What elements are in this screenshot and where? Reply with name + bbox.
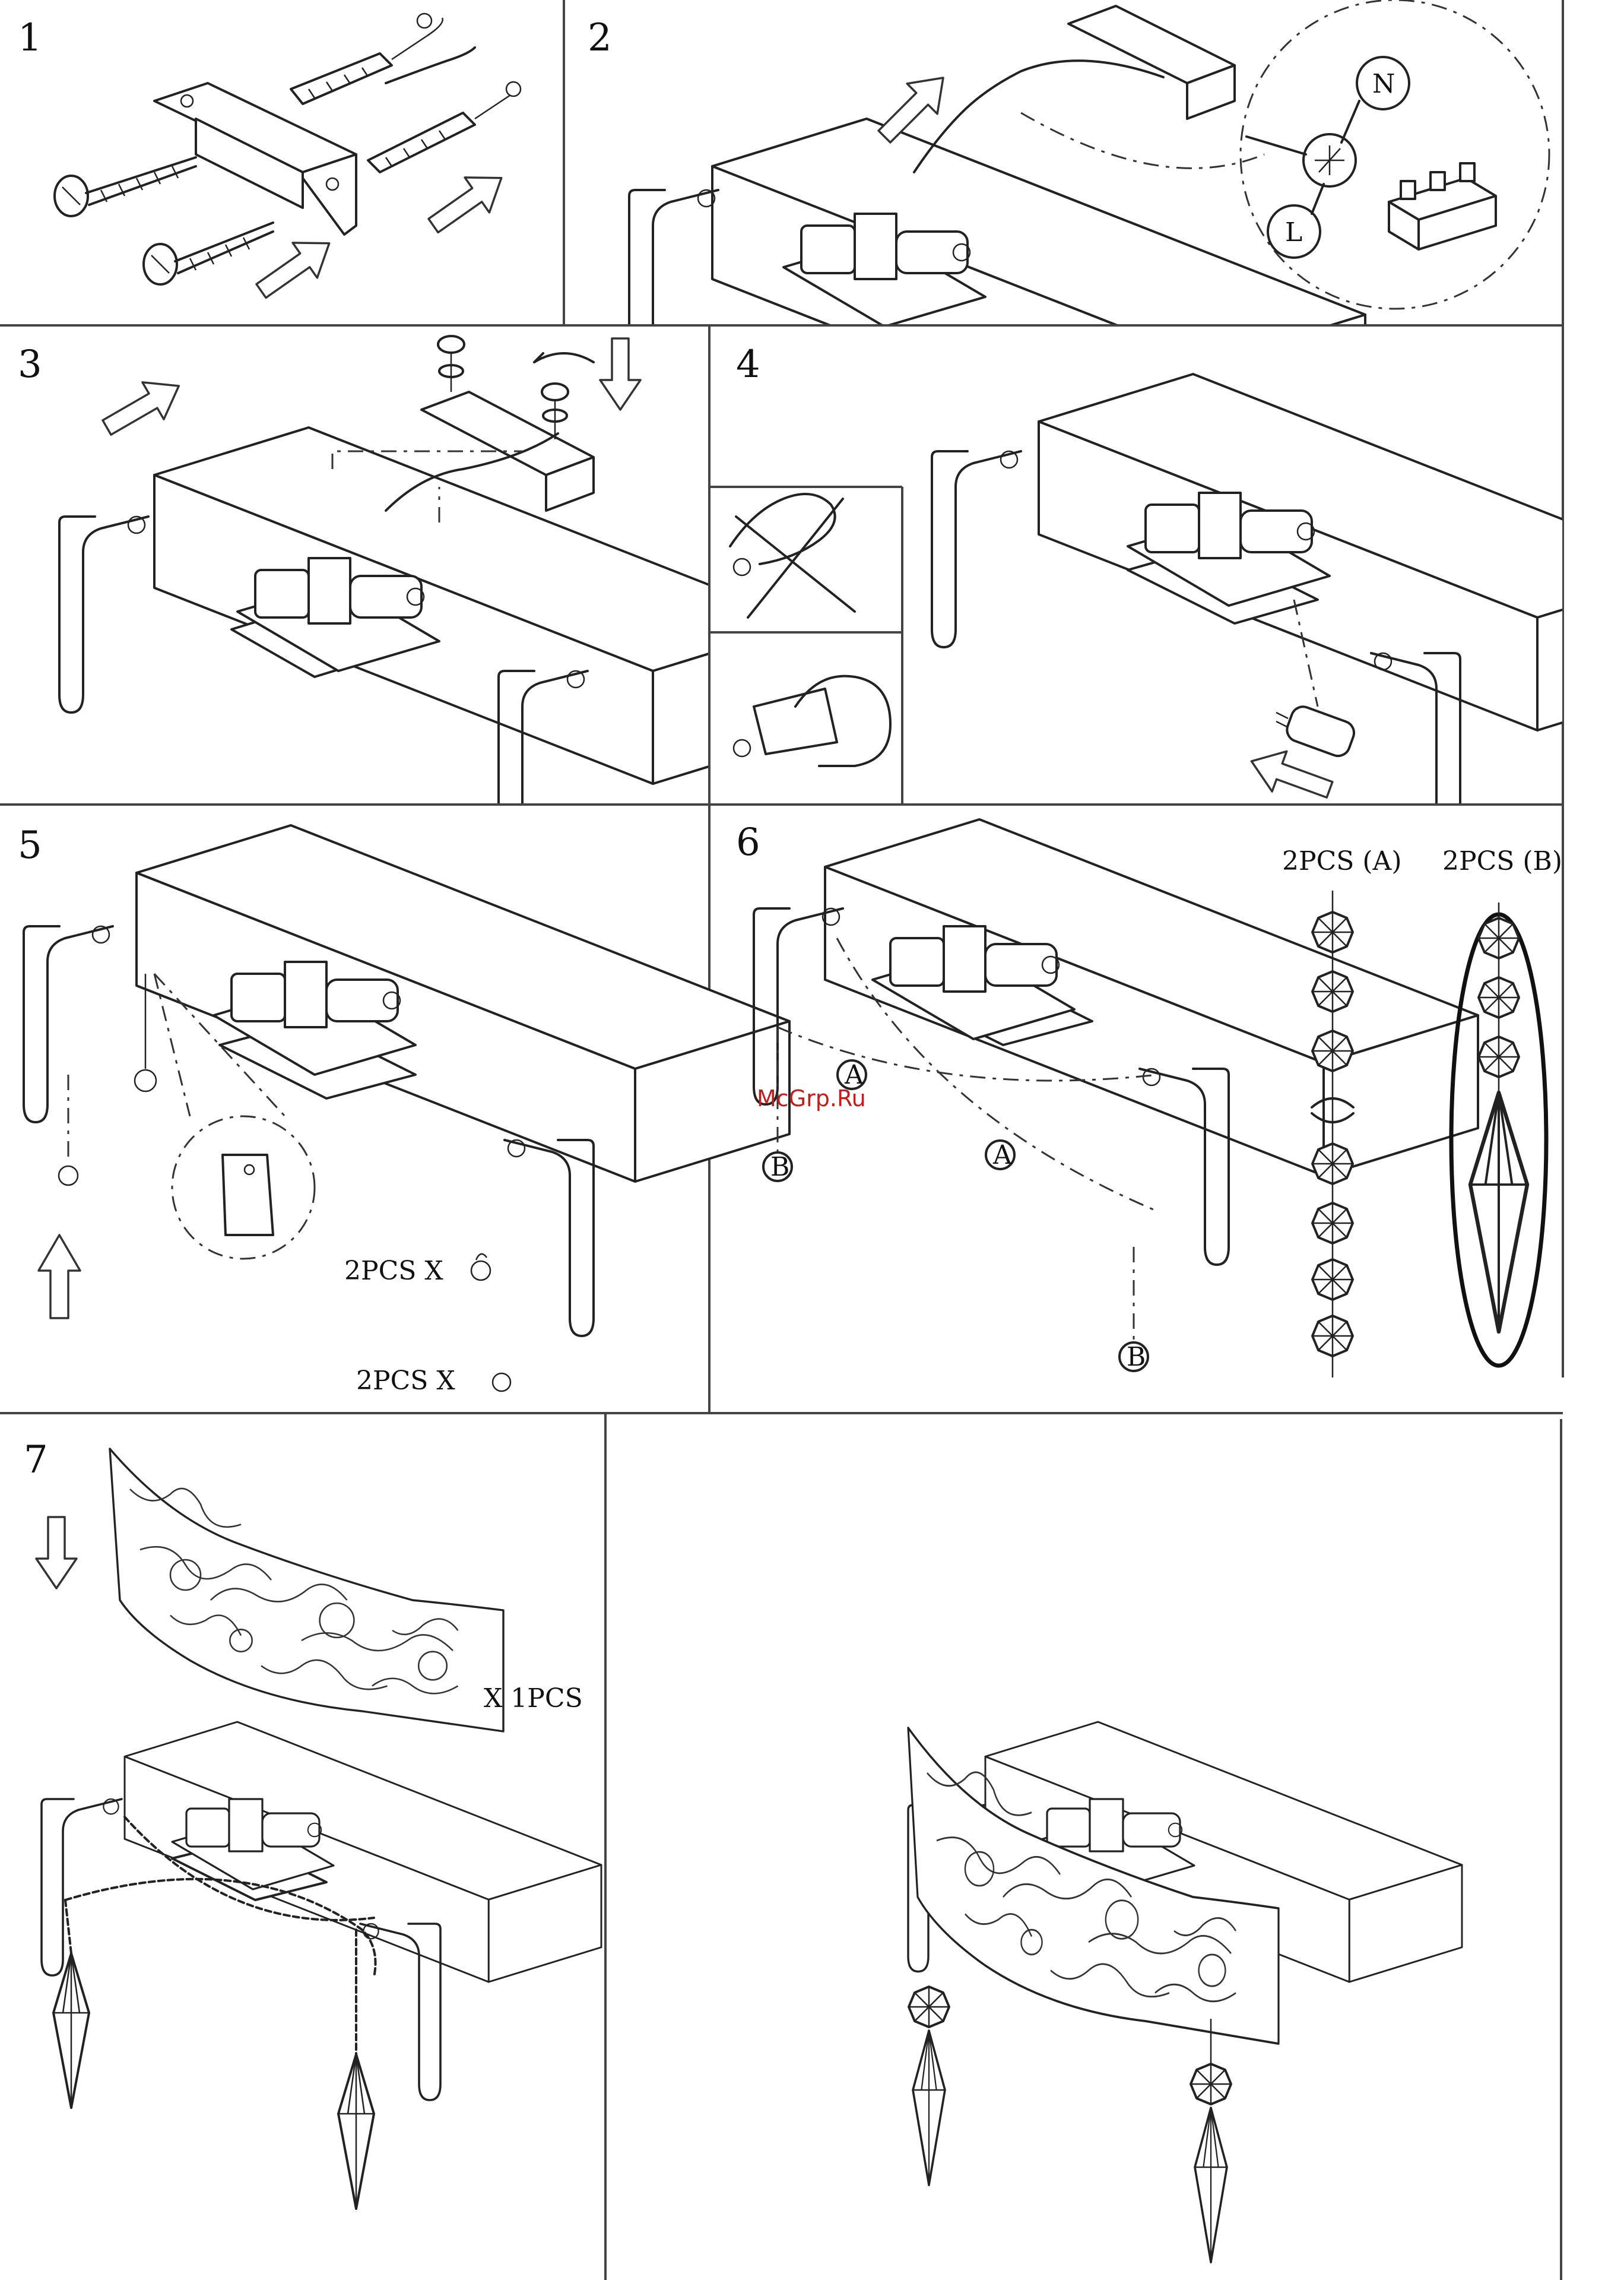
step-5-number: 5 bbox=[18, 824, 42, 867]
crystal-pendant bbox=[338, 2054, 374, 2209]
screw-icon bbox=[438, 336, 464, 392]
use-cloth-icon bbox=[734, 676, 890, 766]
step-5-panel: 5 2PCS X 2PCS X bbox=[18, 824, 789, 1396]
rotate-icon bbox=[534, 353, 594, 362]
neutral-terminal-label: N bbox=[1372, 69, 1395, 99]
step-3-panel: 3 bbox=[18, 336, 807, 867]
arrow-icon bbox=[96, 368, 189, 446]
arrow-icon bbox=[421, 160, 513, 243]
small-circle-icon bbox=[493, 1373, 510, 1391]
assembled-lamp bbox=[908, 1722, 1462, 2262]
wall-box bbox=[1039, 374, 1624, 730]
qty-circle-label: 2PCS X bbox=[356, 1366, 455, 1396]
hook-arm bbox=[505, 1140, 594, 1336]
g9-bulb-icon bbox=[1276, 704, 1357, 759]
wall-plug-icon bbox=[291, 14, 443, 104]
step-7-number: 7 bbox=[24, 1438, 48, 1482]
step-6-panel: 6 A A B B McGrp.Ru 2PCS (A) bbox=[736, 819, 1562, 1378]
small-ring-icon bbox=[471, 1254, 490, 1280]
arrow-up-icon bbox=[39, 1235, 80, 1318]
step-4-panel: 4 bbox=[730, 343, 1624, 849]
step-4-number: 4 bbox=[736, 343, 760, 387]
arrow-icon bbox=[249, 226, 341, 308]
screw-icon bbox=[144, 223, 273, 284]
route-b-label: B bbox=[1127, 1342, 1146, 1372]
route-b-label: B bbox=[770, 1152, 789, 1182]
qty-panel-label: X 1PCS bbox=[484, 1683, 583, 1714]
step-1-panel: 1 bbox=[18, 14, 521, 308]
bead-chain-b bbox=[1451, 902, 1546, 1366]
step-3-number: 3 bbox=[18, 343, 42, 387]
lamp-socket bbox=[1128, 493, 1330, 623]
no-bare-hands-icon bbox=[730, 494, 855, 618]
hook-arm bbox=[59, 517, 148, 712]
step-2-panel: 2 N L bbox=[588, 0, 1549, 475]
small-circle-icon bbox=[59, 1075, 78, 1185]
arrow-down-icon bbox=[36, 1517, 77, 1588]
watermark: McGrp.Ru bbox=[757, 1085, 866, 1112]
hook-arm bbox=[629, 190, 718, 386]
step-1-number: 1 bbox=[18, 16, 42, 60]
qty-ring-label: 2PCS X bbox=[344, 1256, 443, 1286]
crystal-pendant bbox=[53, 1953, 89, 2108]
step-6-number: 6 bbox=[736, 821, 760, 864]
wiring-detail: N L bbox=[1241, 0, 1549, 309]
hook-arm bbox=[42, 1799, 122, 1975]
wall-plug-icon bbox=[368, 82, 521, 172]
chain-b-label: 2PCS (B) bbox=[1442, 846, 1562, 876]
decorative-panel bbox=[110, 1449, 503, 1731]
live-terminal-label: L bbox=[1285, 217, 1302, 248]
wall-bracket bbox=[154, 83, 356, 235]
chain-a-label: 2PCS (A) bbox=[1282, 846, 1402, 876]
cable bbox=[386, 48, 475, 83]
step-2-number: 2 bbox=[588, 16, 612, 60]
route-a-label: A bbox=[992, 1140, 1013, 1170]
arrow-down-icon bbox=[600, 338, 640, 410]
terminal-block bbox=[1389, 163, 1496, 249]
screw-icon bbox=[55, 157, 196, 216]
hook-arm bbox=[932, 451, 1021, 647]
lamp-socket bbox=[214, 962, 415, 1098]
step-7-panel: 7 X 1PCS bbox=[24, 1438, 1462, 2262]
hook-arm bbox=[24, 926, 113, 1122]
